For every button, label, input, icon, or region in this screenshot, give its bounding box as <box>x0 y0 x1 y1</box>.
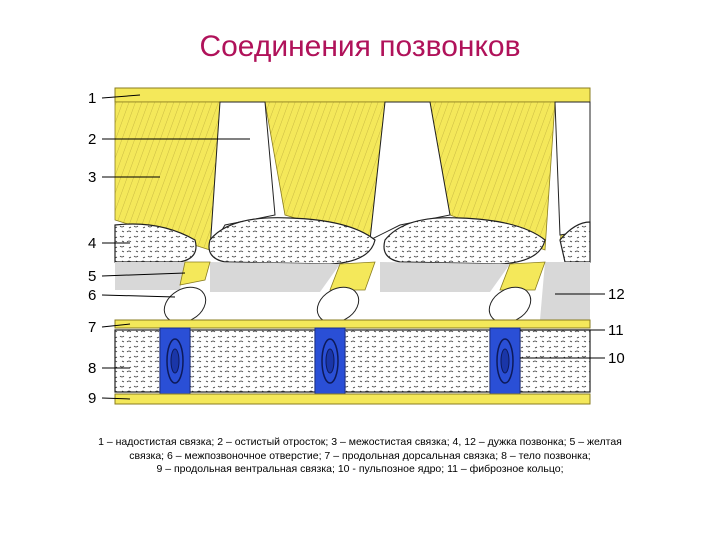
intervertebral-disc-1 <box>159 327 191 395</box>
arch-shading-4 <box>540 262 590 320</box>
spinous-process-3 <box>554 101 591 236</box>
intervertebral-foramen-2 <box>316 286 360 324</box>
label-5: 5 <box>88 268 96 285</box>
intervertebral-foramen-3 <box>488 286 532 324</box>
label-2: 2 <box>88 131 96 148</box>
yellow-ligament-3 <box>499 261 546 291</box>
label-11: 11 <box>608 322 624 339</box>
caption-line-1: 1 – надостистая связка; 2 – остистый отр… <box>98 436 622 448</box>
arch-shading-1 <box>115 262 185 290</box>
caption-line-3: 9 – продольная вентральная связка; 10 - … <box>156 463 564 475</box>
vertebral-body-4 <box>519 329 591 393</box>
vertebral-arch-4 <box>559 221 591 263</box>
label-8: 8 <box>88 360 96 377</box>
vertebral-body-1 <box>114 329 161 393</box>
leader-lines <box>101 94 605 400</box>
anterior-longitudinal-ligament <box>114 393 591 405</box>
label-7: 7 <box>88 319 96 336</box>
intervertebral-disc-3 <box>489 327 521 395</box>
vertebral-arch-3 <box>383 217 546 265</box>
label-1: 1 <box>88 90 96 107</box>
arch-shading-2 <box>210 262 340 292</box>
intervertebral-foramen-1 <box>163 286 207 324</box>
figure-caption: 1 – надостистая связка; 2 – остистый отр… <box>40 436 680 477</box>
intervertebral-disc-2 <box>314 327 346 395</box>
vertebral-body-3 <box>344 329 491 393</box>
arch-shading-3 <box>380 262 510 292</box>
caption-line-2: связка; 6 – межпозвоночное отверстие; 7 … <box>129 449 591 462</box>
label-3: 3 <box>88 169 96 186</box>
supraspinous-ligament <box>114 87 591 103</box>
posterior-longitudinal-ligament <box>114 319 591 329</box>
vertebral-body-2 <box>189 329 316 393</box>
label-12: 12 <box>608 286 625 303</box>
page-title: Соединения позвонков <box>199 30 521 63</box>
label-4: 4 <box>88 235 96 252</box>
yellow-ligament-1 <box>179 261 211 286</box>
vertebral-arch-1 <box>114 223 197 263</box>
label-6: 6 <box>88 287 96 304</box>
yellow-ligament-2 <box>329 261 376 291</box>
vertebral-joints-diagram: 1 2 3 4 5 6 7 8 9 10 11 12 <box>0 80 720 420</box>
vertebral-arch-2 <box>208 217 376 265</box>
label-9: 9 <box>88 390 96 407</box>
label-10: 10 <box>608 350 625 367</box>
